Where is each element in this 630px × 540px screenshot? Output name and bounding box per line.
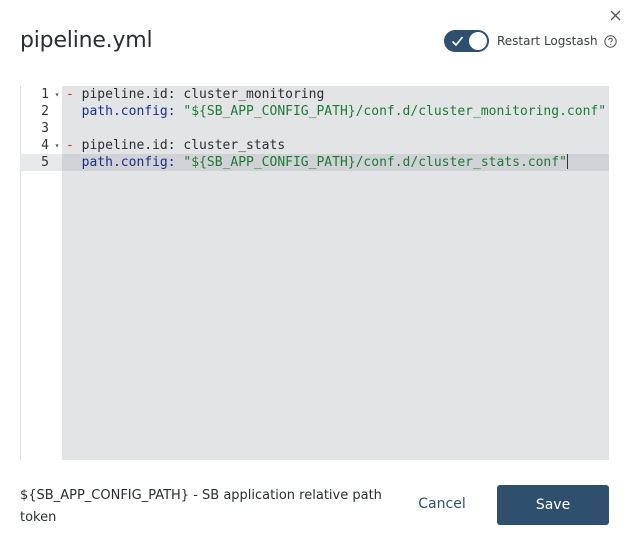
restart-logstash-control: Restart Logstash	[444, 30, 617, 52]
close-button[interactable]	[604, 4, 626, 26]
config-path-hint: ${SB_APP_CONFIG_PATH} - SB application r…	[20, 488, 382, 525]
fold-arrow-icon[interactable]: ▾	[54, 90, 60, 99]
line-number: 2	[41, 104, 49, 119]
line-number: 3	[41, 121, 49, 136]
text-cursor	[566, 154, 568, 169]
line-number: 4	[41, 138, 49, 153]
toggle-knob	[469, 32, 487, 50]
yaml-value: cluster_monitoring	[183, 87, 325, 102]
code-line-active[interactable]: 5 path.config: "${SB_APP_CONFIG_PATH}/co…	[20, 154, 609, 171]
yaml-string-value: "${SB_APP_CONFIG_PATH}/conf.d/cluster_mo…	[183, 104, 607, 119]
restart-logstash-label: Restart Logstash	[497, 34, 598, 48]
close-icon	[610, 10, 620, 20]
yaml-key: pipeline.id:	[81, 138, 176, 153]
list-dash: -	[66, 138, 74, 153]
yaml-value: cluster_stats	[183, 138, 286, 153]
code-line[interactable]: 4 ▾ - pipeline.id: cluster_stats	[20, 137, 609, 154]
check-icon	[451, 36, 464, 47]
restart-logstash-toggle[interactable]	[444, 30, 489, 52]
fold-arrow-icon[interactable]: ▾	[54, 141, 60, 150]
line-number-gutter	[20, 86, 62, 460]
yaml-key: path.config:	[81, 104, 176, 119]
dialog-title: pipeline.yml	[20, 28, 153, 53]
code-line[interactable]: 1 ▾ - pipeline.id: cluster_monitoring	[20, 86, 609, 103]
code-line[interactable]: 2 path.config: "${SB_APP_CONFIG_PATH}/co…	[20, 103, 609, 120]
help-icon[interactable]	[603, 34, 617, 48]
yaml-string-value: "${SB_APP_CONFIG_PATH}/conf.d/cluster_st…	[183, 155, 567, 170]
cancel-button[interactable]: Cancel	[402, 485, 482, 523]
code-line[interactable]: 3	[20, 120, 609, 137]
line-number: 1	[41, 87, 49, 102]
code-lines: 1 ▾ - pipeline.id: cluster_monitoring 2 …	[20, 86, 609, 171]
save-button[interactable]: Save	[497, 485, 609, 525]
list-dash: -	[66, 87, 74, 102]
yaml-code-editor[interactable]: 1 ▾ - pipeline.id: cluster_monitoring 2 …	[20, 86, 609, 460]
yaml-key: pipeline.id:	[81, 87, 176, 102]
line-number: 5	[20, 154, 62, 171]
yaml-key: path.config:	[81, 155, 176, 170]
